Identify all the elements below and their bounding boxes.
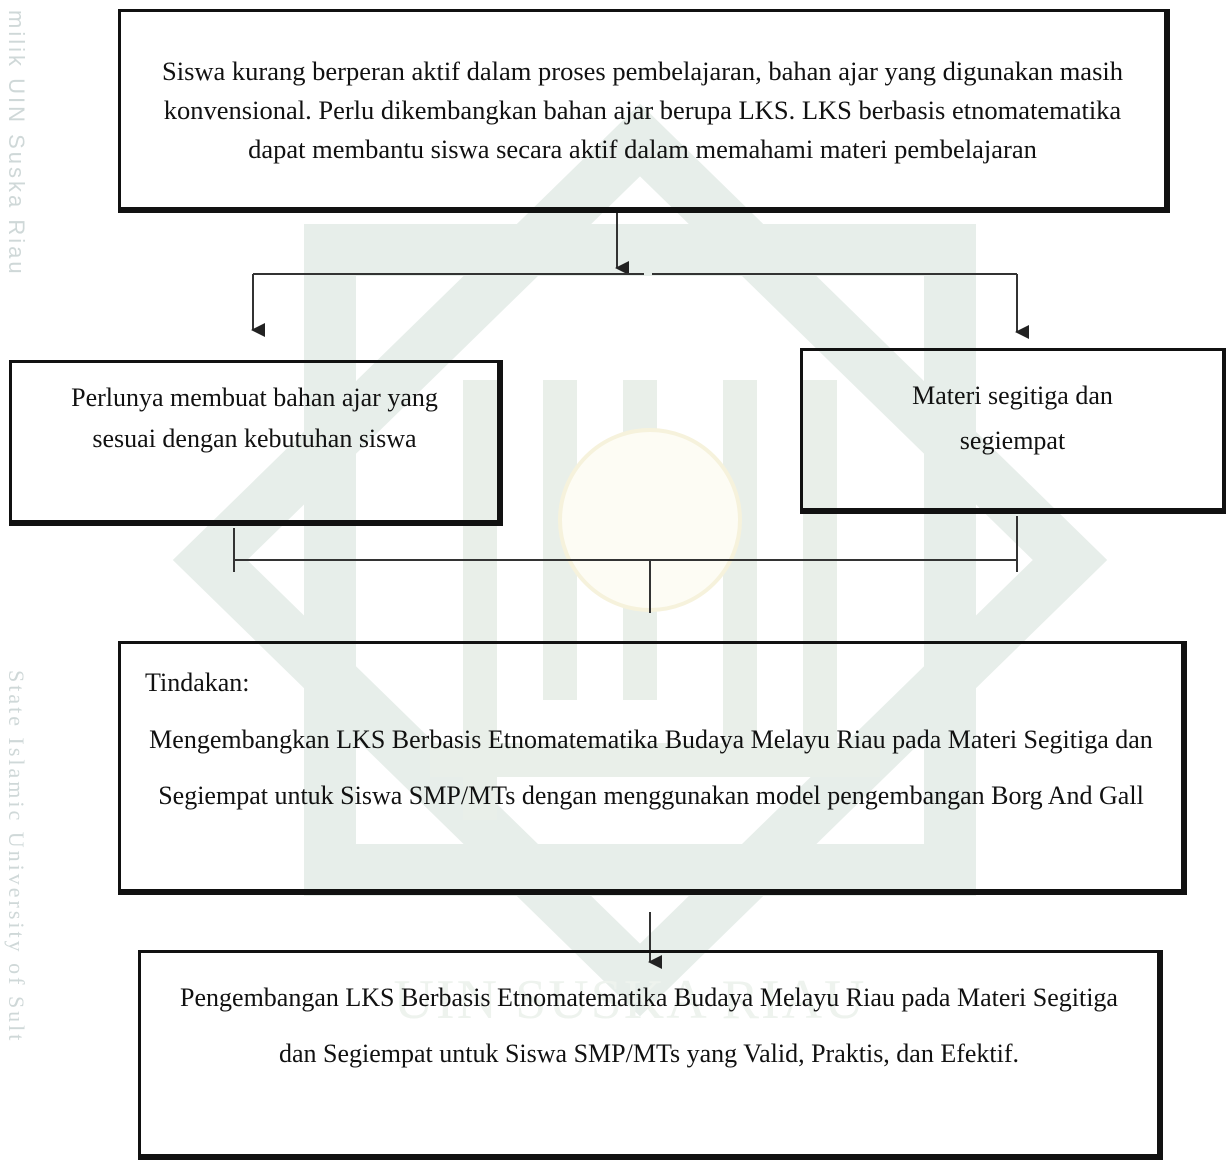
action-text: Mengembangkan LKS Berbasis Etnomatematik…: [149, 725, 1153, 810]
material-text: Materi segitiga dan segiempat: [912, 381, 1113, 455]
need-box: Perlunya membuat bahan ajar yang sesuai …: [9, 360, 503, 526]
problem-statement-box: Siswa kurang berperan aktif dalam proses…: [118, 9, 1170, 213]
watermark-side-text: milik UIN Suska Riau: [4, 10, 29, 277]
material-box: Materi segitiga dan segiempat: [800, 348, 1226, 514]
problem-statement-text: Siswa kurang berperan aktif dalam proses…: [161, 56, 1123, 164]
action-box: Tindakan: Mengembangkan LKS Berbasis Etn…: [118, 641, 1187, 895]
action-label: Tindakan:: [145, 668, 250, 697]
result-box: Pengembangan LKS Berbasis Etnomatematika…: [138, 950, 1163, 1160]
need-text: Perlunya membuat bahan ajar yang sesuai …: [71, 383, 438, 453]
result-text: Pengembangan LKS Berbasis Etnomatematika…: [180, 983, 1118, 1068]
watermark-side-text-lower: State Islamic University of Sult: [4, 670, 29, 1044]
watermark-bottom-text: UIN SUSKA RIAU: [393, 969, 867, 1031]
